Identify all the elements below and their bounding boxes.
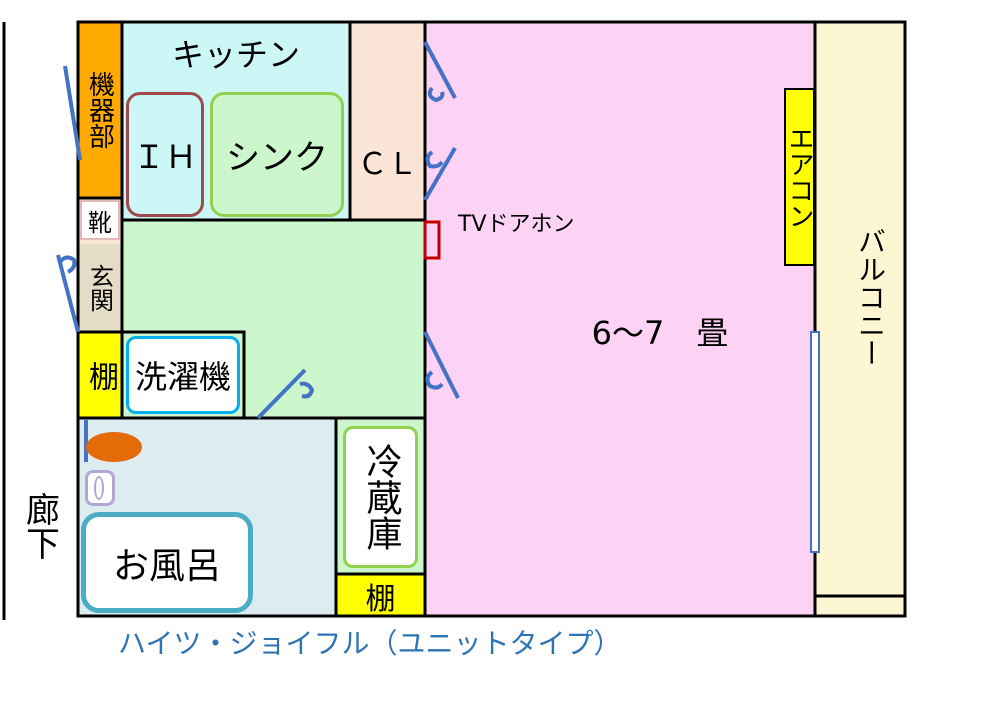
intercom-marker [423, 220, 441, 260]
shelf-bottom-label: 棚 [365, 582, 396, 617]
sink-label: シンク [226, 137, 328, 178]
main-room-area [425, 22, 815, 616]
equipment-area [78, 22, 122, 198]
bathtub [81, 512, 253, 613]
shelf-top-label: 棚 [83, 361, 118, 391]
balcony-window [810, 331, 820, 553]
entrance-area [78, 244, 122, 332]
aircon-unit [784, 88, 815, 266]
fridge [343, 426, 418, 568]
entrance-label: 玄関 [85, 264, 114, 312]
shoes-label: 靴 [80, 200, 120, 240]
main-room-label: 6～7 畳 [591, 314, 729, 352]
bath-label: お風呂 [112, 546, 221, 587]
sink-basin-icon [86, 432, 142, 462]
door-swings [56, 41, 460, 462]
equipment-label: 機器部 [84, 71, 115, 149]
kitchen-label: キッチン [171, 36, 300, 74]
sink [210, 92, 344, 217]
washer [126, 336, 240, 414]
closet-area [350, 22, 425, 220]
shelf-top-area [78, 332, 122, 418]
intercom-label: TVドアホン [458, 212, 575, 237]
balcony-area [815, 22, 905, 616]
closet-label: ＣＬ [357, 147, 418, 182]
fridge-label: 冷蔵庫 [360, 443, 402, 551]
ih-label: ＩＨ [132, 138, 197, 176]
caption: ハイツ・ジョイフル（ユニットタイプ） [118, 627, 622, 660]
ih-cooktop [126, 92, 204, 217]
shelf-bottom-area [336, 574, 425, 616]
aircon-label: エアコン [784, 125, 814, 229]
balcony-label: バルコニー [854, 227, 887, 367]
washer-label: 洗濯機 [134, 358, 231, 396]
toilet-icon-inner [94, 476, 104, 500]
hallway-label: 廊下 [19, 492, 60, 560]
